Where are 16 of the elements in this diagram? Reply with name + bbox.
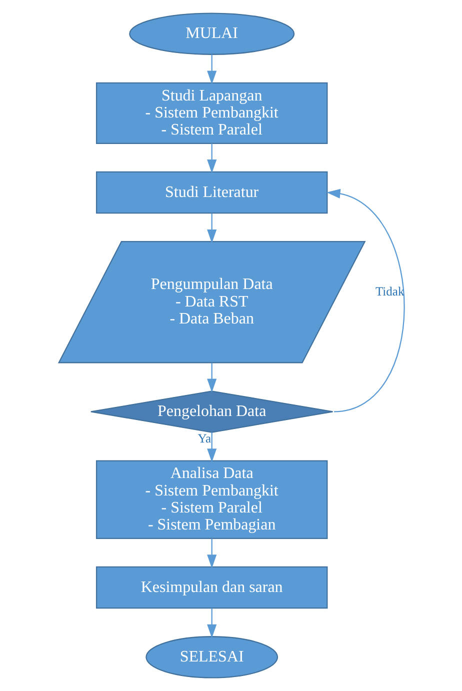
node-box: Analisa Data - Sistem Pembangkit - Sistem Paralel - Sistem Pembagian	[95, 460, 328, 540]
node-box: Studi Lapangan - Sistem Pembangkit - Sistem Paralel	[95, 82, 328, 144]
edge-label: Ya	[197, 432, 211, 446]
node-ellipse: SELESAI	[145, 636, 278, 678]
node-box: Kesimpulan dan saran	[95, 566, 328, 609]
arrow	[206, 432, 216, 462]
arrow	[206, 54, 216, 84]
arrow	[206, 538, 216, 568]
node-ellipse: MULAI	[128, 12, 294, 55]
arrow	[206, 362, 216, 392]
node-box: Studi Literatur	[95, 171, 328, 214]
arrow	[206, 143, 216, 174]
arrow	[326, 188, 404, 412]
arrow	[206, 608, 216, 638]
arrow	[206, 213, 216, 244]
node-diamond: Pengelohan Data	[90, 390, 333, 433]
